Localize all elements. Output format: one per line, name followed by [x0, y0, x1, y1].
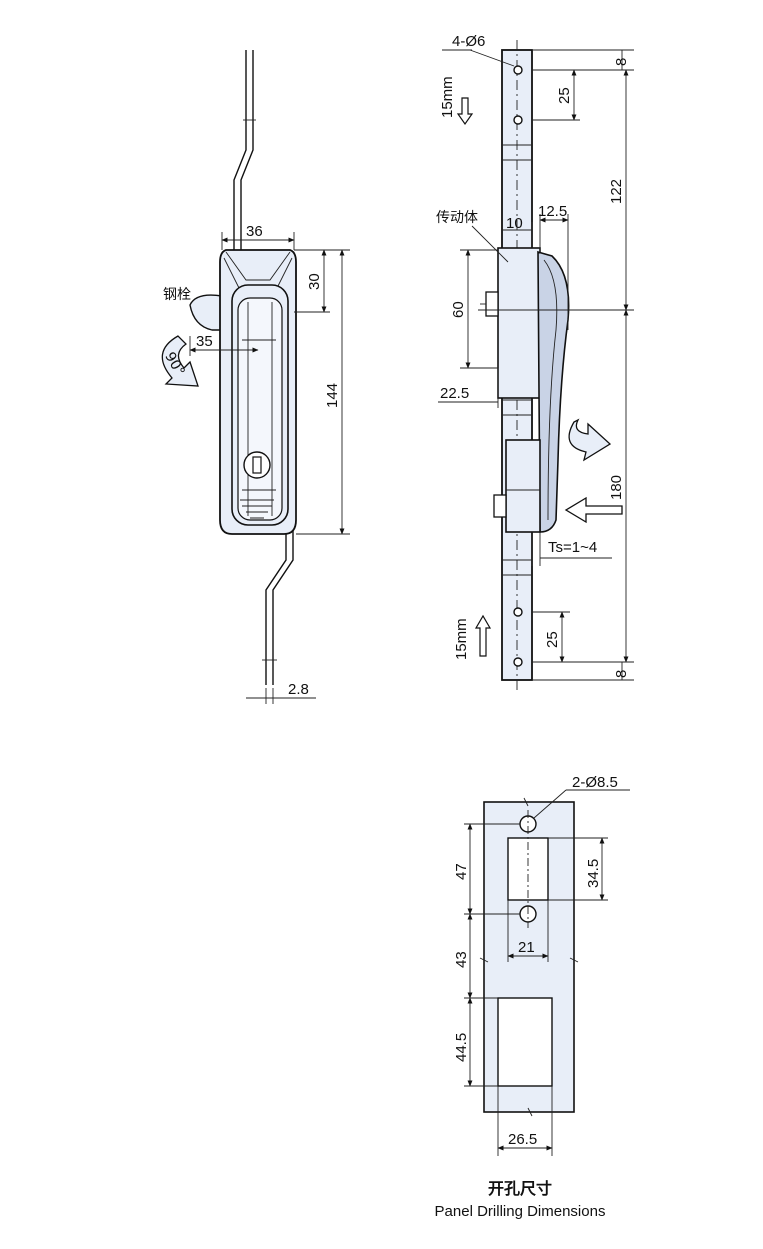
dim-12-5: 12.5	[538, 203, 567, 220]
dim-26-5: 26.5	[508, 1131, 537, 1148]
screw-icon	[485, 291, 499, 317]
dim-upper: 122	[608, 179, 625, 204]
travel-bottom: 15mm	[453, 618, 470, 660]
handle-profile	[537, 250, 570, 533]
dim-lower: 180	[608, 475, 625, 500]
hole-icon	[513, 115, 523, 125]
grip-ribs	[240, 499, 274, 519]
dim-43: 43	[453, 951, 470, 968]
hole-icon	[513, 607, 523, 617]
panel-drilling: 2-Ø8.5 47 34.5 21 43 44.5 26.5 开孔尺寸 Pane…	[435, 774, 630, 1220]
dim-21: 21	[518, 939, 535, 956]
caption-en: Panel Drilling Dimensions	[435, 1203, 606, 1220]
lower-rod	[265, 530, 287, 685]
dim-ts: Ts=1~4	[548, 539, 597, 556]
rotation-arrow-icon	[161, 335, 199, 387]
drive-body	[497, 247, 541, 399]
lock-cylinder-icon	[243, 451, 271, 479]
dim-top-offset: 8	[613, 58, 630, 66]
label-drive: 传动体	[436, 210, 478, 226]
dim-47: 47	[453, 863, 470, 880]
dim-bottom-pitch: 25	[544, 631, 561, 648]
dim-10: 10	[506, 215, 523, 232]
upper-rod	[233, 50, 247, 252]
dim-width: 36	[246, 223, 263, 240]
dim-top-pitch: 25	[556, 87, 573, 104]
dim-22-5: 22.5	[440, 385, 469, 402]
dim-top: 30	[306, 273, 323, 290]
down-arrow-icon	[456, 97, 474, 126]
push-arrow-icon	[564, 496, 623, 524]
dim-44-5: 44.5	[453, 1033, 470, 1062]
front-view: 90° 36 30 144 35 钢栓 2.8	[161, 50, 350, 704]
hole-icon	[513, 65, 523, 75]
side-view: 4-Ø6 15mm 15mm 8 25 122 180 25 8 传动体	[436, 33, 634, 690]
dim-60: 60	[450, 301, 467, 318]
holes-panel-label: 2-Ø8.5	[572, 774, 618, 791]
caption-cn: 开孔尺寸	[488, 1179, 552, 1198]
dim-bottom-offset: 8	[613, 670, 630, 678]
label-bolt: 钢栓	[163, 287, 191, 303]
dim-bolt: 35	[196, 333, 213, 350]
dim-height: 144	[324, 383, 341, 408]
dim-34-5: 34.5	[585, 859, 602, 888]
travel-top: 15mm	[439, 76, 456, 118]
up-arrow-icon	[474, 614, 492, 657]
dim-thickness: 2.8	[288, 681, 309, 698]
rotation-arrow-icon	[568, 418, 612, 462]
hole-icon	[513, 657, 523, 667]
screw-icon	[493, 494, 507, 518]
cutout-lower	[497, 997, 553, 1087]
holes-label: 4-Ø6	[452, 33, 485, 50]
